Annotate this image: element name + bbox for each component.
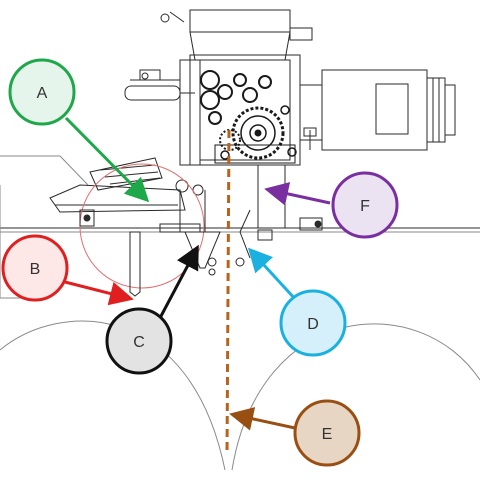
rollers [0, 320, 480, 471]
callout-e-label: E [322, 426, 333, 443]
callout-c-label: C [133, 334, 145, 351]
callout-a-arrow [64, 116, 150, 203]
frame-baseline [0, 227, 480, 299]
callout-a-label: A [37, 85, 48, 102]
callout-f-label: F [360, 198, 370, 215]
callout-d-circle [279, 289, 347, 357]
callout-d-label: D [307, 316, 319, 333]
main-gear [214, 105, 297, 164]
callout-b: B [1, 234, 69, 302]
callout-f-circle [331, 171, 399, 239]
hopper [160, 9, 313, 61]
motor [299, 69, 456, 151]
callout-f-arrow [264, 182, 331, 206]
callout-b-arrow [64, 280, 134, 306]
callout-c: C [105, 307, 173, 375]
callout-b-circle [1, 234, 69, 302]
handle-arm [124, 69, 195, 101]
callout-a: A [8, 58, 76, 126]
callout-c-circle [105, 307, 173, 375]
callout-c-arrow [158, 244, 199, 319]
callout-a-circle [8, 58, 76, 126]
housing [179, 54, 301, 166]
callout-e-circle [293, 399, 361, 467]
callout-e: E [293, 399, 361, 467]
gear-stack [200, 70, 272, 125]
left-frame-lines [0, 155, 89, 298]
callout-e-arrow [229, 407, 296, 431]
lower-fixtures [79, 165, 323, 297]
callout-b-label: B [30, 261, 41, 278]
product-path-dashed-line [225, 129, 231, 456]
callout-f: F [331, 171, 399, 239]
callout-d: D [279, 289, 347, 357]
callout-d-arrow [247, 247, 298, 302]
